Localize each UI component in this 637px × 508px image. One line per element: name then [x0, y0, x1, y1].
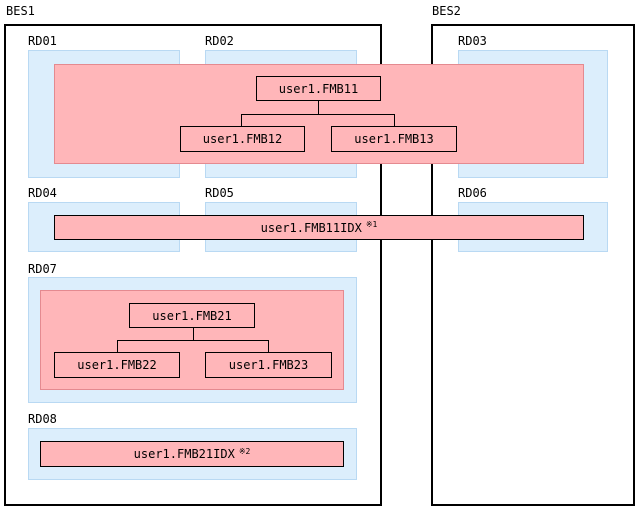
- rdarea-label-rd01: RD01: [28, 34, 57, 48]
- connector-fmb21-down: [193, 328, 194, 341]
- table-fmb23: user1.FMB23: [205, 352, 332, 378]
- table-fmb13: user1.FMB13: [331, 126, 457, 152]
- connector-fmb11-down: [318, 101, 319, 115]
- table-fmb13-label: user1.FMB13: [354, 132, 434, 146]
- index-fmb11idx: user1.FMB11IDX ※1: [54, 215, 584, 240]
- rdarea-label-rd08: RD08: [28, 412, 57, 426]
- connector-fmb21-horizontal: [117, 340, 269, 341]
- index-fmb11idx-label: user1.FMB11IDX: [260, 220, 362, 235]
- server-box-bes2: [431, 24, 635, 506]
- connector-fmb11-horizontal: [241, 114, 395, 115]
- connector-fmb22-up: [117, 340, 118, 352]
- rdarea-label-rd05: RD05: [205, 186, 234, 200]
- table-fmb12: user1.FMB12: [180, 126, 305, 152]
- rdarea-label-rd02: RD02: [205, 34, 234, 48]
- rdarea-label-rd03: RD03: [458, 34, 487, 48]
- server-label-bes1: BES1: [6, 4, 35, 18]
- table-fmb11: user1.FMB11: [256, 76, 381, 101]
- table-fmb23-label: user1.FMB23: [228, 358, 309, 372]
- table-fmb22-label: user1.FMB22: [77, 358, 157, 372]
- table-fmb22: user1.FMB22: [54, 352, 180, 378]
- table-fmb12-label: user1.FMB12: [202, 132, 283, 146]
- connector-fmb23-up: [268, 340, 269, 352]
- index-fmb21idx-note: ※2: [238, 446, 251, 456]
- table-fmb11-label: user1.FMB11: [278, 81, 359, 96]
- table-fmb21-label: user1.FMB21: [152, 308, 232, 323]
- connector-fmb12-up: [241, 114, 242, 126]
- connector-fmb13-up: [394, 114, 395, 126]
- table-fmb21: user1.FMB21: [129, 303, 255, 328]
- index-fmb21idx: user1.FMB21IDX ※2: [40, 441, 344, 467]
- index-fmb21idx-label: user1.FMB21IDX: [133, 447, 235, 461]
- rdarea-label-rd06: RD06: [458, 186, 487, 200]
- rdarea-label-rd04: RD04: [28, 186, 57, 200]
- rdarea-label-rd07: RD07: [28, 262, 57, 276]
- server-box-bes1: [4, 24, 382, 506]
- server-label-bes2: BES2: [432, 4, 461, 18]
- index-fmb11idx-note: ※1: [365, 220, 378, 229]
